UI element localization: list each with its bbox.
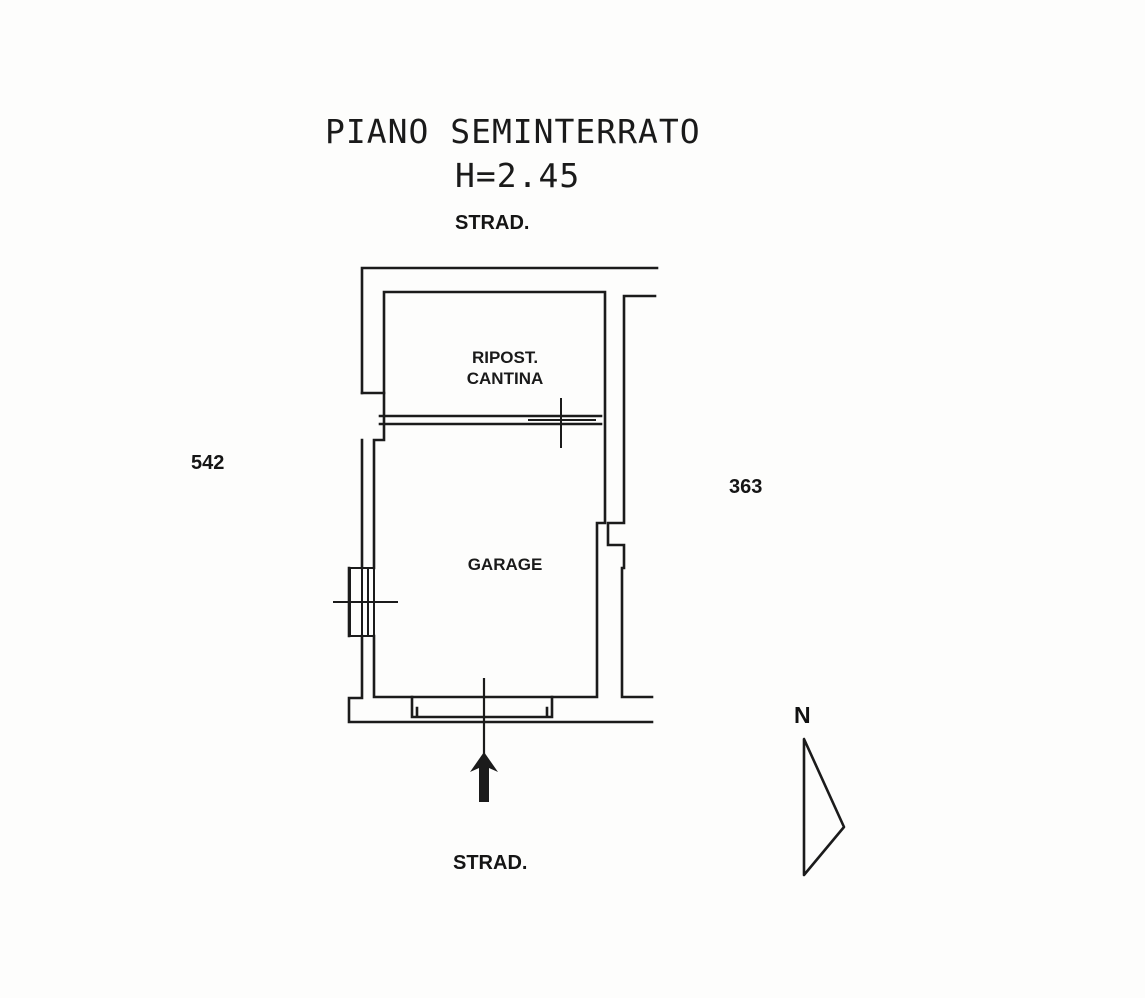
inner-wall <box>372 290 607 699</box>
storage-room-label: RIPOST. CANTINA <box>440 347 570 389</box>
storage-room-label-line2: CANTINA <box>466 369 544 388</box>
garage-door-sill <box>410 695 554 719</box>
plan-height: H=2.45 <box>455 156 581 195</box>
outer-wall <box>347 266 659 724</box>
storage-room-label-line1: RIPOST. <box>471 348 539 367</box>
street-label-top: STRAD. <box>455 212 530 234</box>
plan-title: PIANO SEMINTERRATO <box>325 112 701 151</box>
entrance-arrow-icon <box>470 752 498 802</box>
street-label-bottom: STRAD. <box>453 852 528 874</box>
compass-north-label: N <box>794 702 811 728</box>
partition-wall <box>378 414 603 426</box>
garage-room-label: GARAGE <box>467 555 543 574</box>
north-arrow-icon <box>802 737 846 877</box>
parcel-left-number: 542 <box>191 452 225 474</box>
parcel-right-number: 363 <box>729 476 763 498</box>
right-wall-outer <box>606 294 657 699</box>
